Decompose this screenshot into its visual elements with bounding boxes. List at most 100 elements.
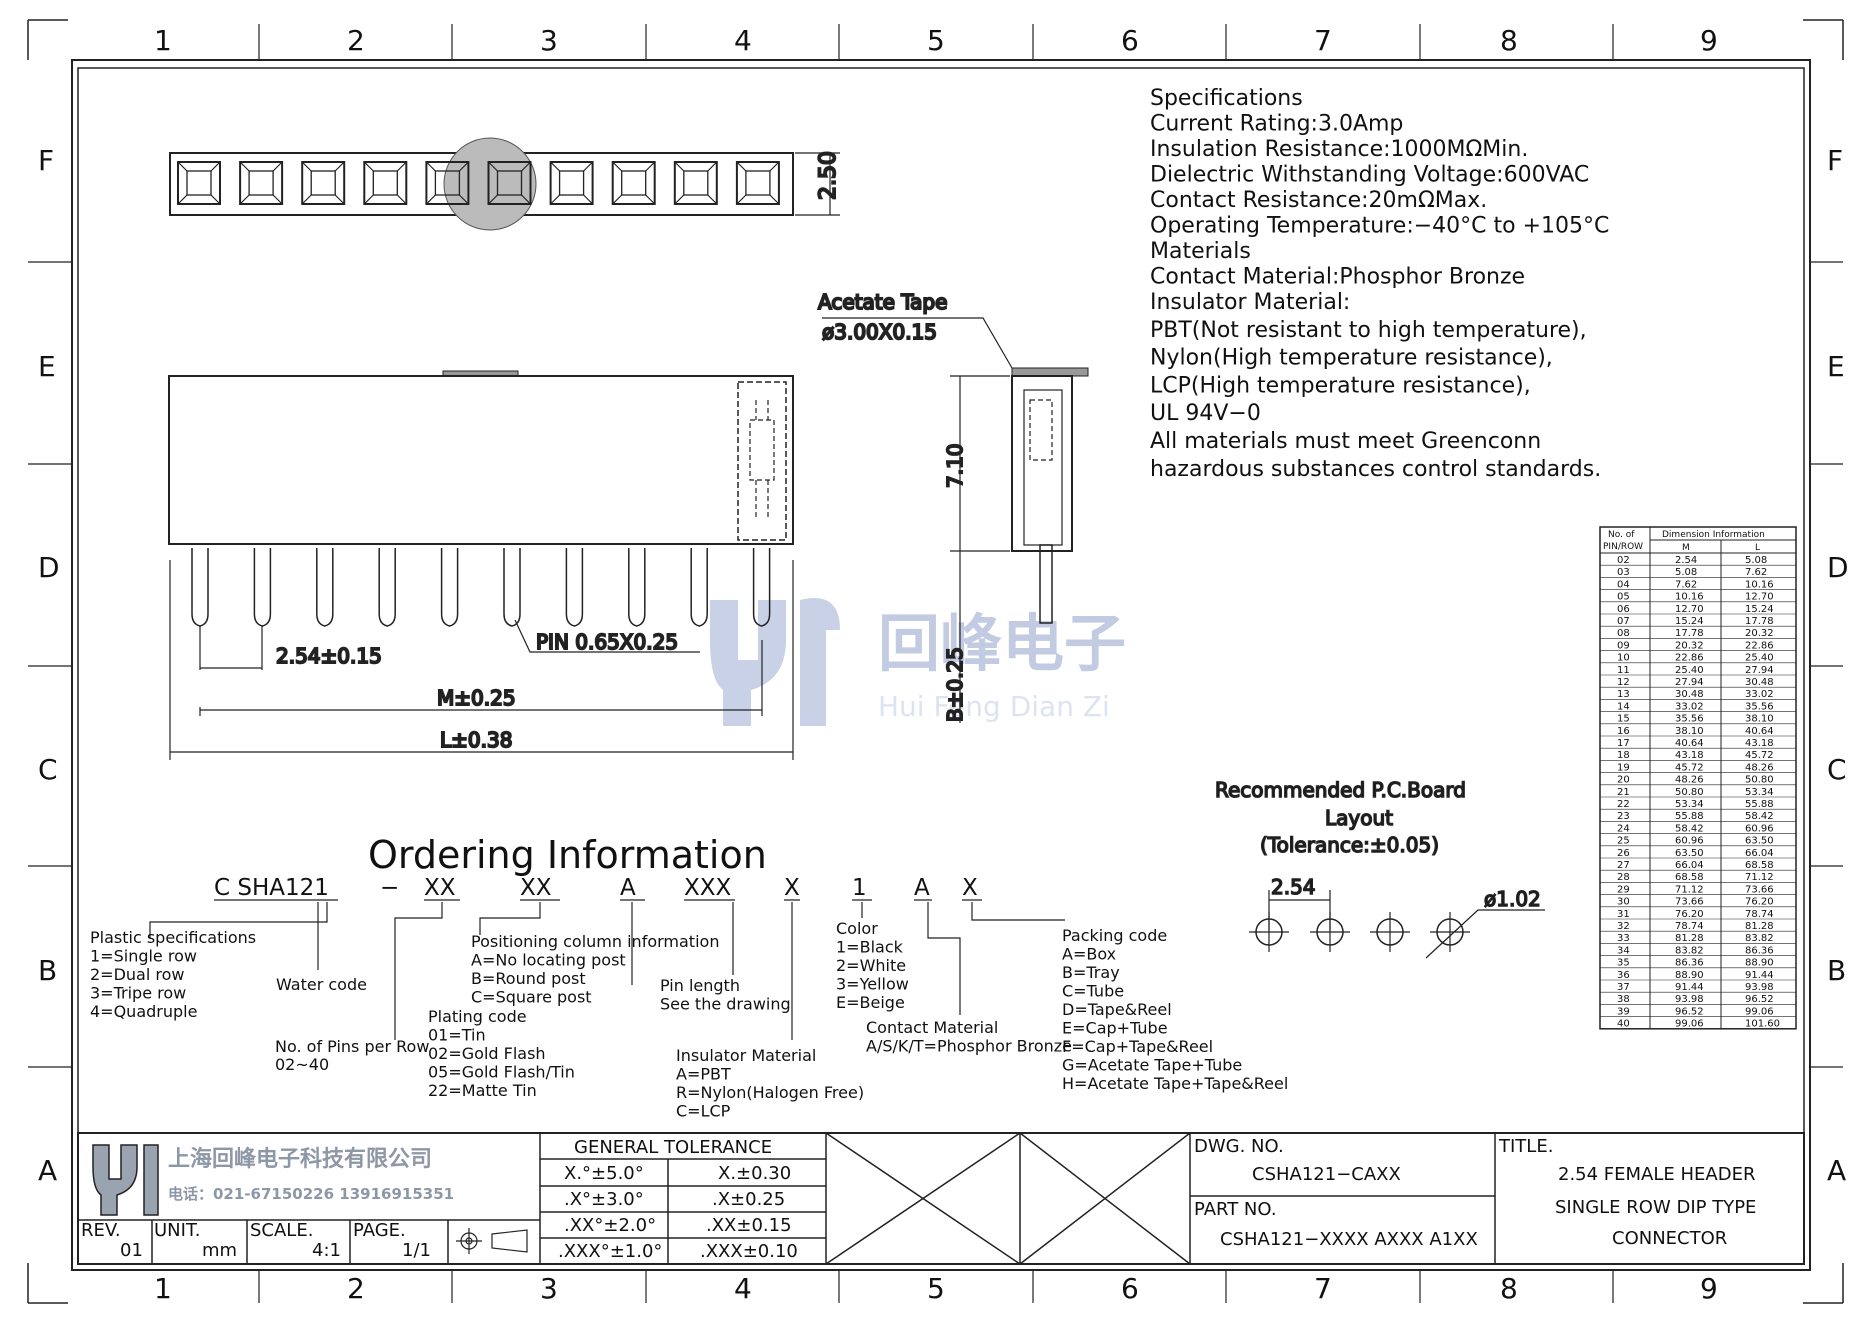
front-view: 2.54±0.15 PIN 0.65X0.25 M±0.25 L±0.38: [168, 370, 794, 760]
pcb-tolerance: (Tolerance:±0.05): [1260, 833, 1439, 857]
table-cell-m: 81.28: [1675, 933, 1704, 944]
front-pin: [503, 548, 521, 627]
table-cell-m: 12.70: [1675, 604, 1704, 615]
positioning-info: C=Square post: [471, 988, 592, 1007]
tape-title: Acetate Tape: [818, 290, 947, 314]
table-cell-l: 93.98: [1745, 982, 1774, 993]
dim-m: M±0.25: [437, 686, 516, 710]
table-cell-m: 35.56: [1675, 714, 1704, 725]
spec-line: Dielectric Withstanding Voltage:600VAC: [1150, 163, 1589, 188]
zone-row-left-A: A: [38, 1154, 57, 1187]
top-pin-cell: [363, 161, 408, 205]
tolerance-header: GENERAL TOLERANCE: [574, 1137, 772, 1158]
table-cell-pins: 03: [1617, 567, 1630, 578]
plating-code: Plating code: [428, 1007, 527, 1026]
table-cell-l: 7.62: [1745, 567, 1767, 578]
scale-value: 4:1: [312, 1240, 341, 1261]
top-pin-cell: [611, 161, 656, 205]
plating-code: 02=Gold Flash: [428, 1044, 546, 1063]
cut-marker: [443, 137, 537, 231]
watermark-cn: 回峰电子: [878, 607, 1126, 680]
insulator-material: A=PBT: [676, 1065, 731, 1084]
pcb-pitch: 2.54: [1271, 875, 1316, 899]
table-cell-l: 60.96: [1745, 823, 1774, 834]
packing-code: C=Tube: [1062, 982, 1124, 1001]
table-cell-m: 22.86: [1675, 653, 1704, 664]
table-cell-l: 101.60: [1745, 1019, 1780, 1030]
table-cell-pins: 30: [1617, 897, 1630, 908]
packing-code: A=Box: [1062, 945, 1116, 964]
table-cell-m: 43.18: [1675, 750, 1704, 761]
table-cell-l: 40.64: [1745, 726, 1774, 737]
table-cell-pins: 40: [1617, 1019, 1630, 1030]
table-cell-m: 73.66: [1675, 897, 1704, 908]
side-view: Acetate Tape ø3.00X0.15 7.10 B±0.25: [817, 289, 1089, 723]
contact-material: A/S/K/T=Phosphor Bronze: [866, 1037, 1072, 1056]
page-value: 1/1: [402, 1240, 431, 1261]
company-logo: [92, 1144, 159, 1216]
table-cell-l: 12.70: [1745, 592, 1774, 603]
table-cell-l: 96.52: [1745, 994, 1774, 1005]
table-cell-pins: 22: [1617, 799, 1630, 810]
zone-row-right-D: D: [1827, 551, 1849, 584]
table-cell-pins: 17: [1617, 738, 1630, 749]
pins-per-row: No. of Pins per Row: [275, 1037, 429, 1056]
zone-col-bottom-8: 8: [1500, 1272, 1518, 1305]
pcb-hole-size: ø1.02: [1484, 887, 1541, 911]
spec-line: UL 94V−0: [1150, 401, 1261, 426]
plastic-spec: 1=Single row: [90, 947, 197, 966]
ordering-title: Ordering Information: [368, 833, 767, 877]
positioning-info: Positioning column information: [471, 932, 719, 951]
table-cell-pins: 07: [1617, 616, 1630, 627]
insulator-material: C=LCP: [676, 1102, 731, 1121]
zone-col-bottom-1: 1: [154, 1272, 172, 1305]
zone-col-top-8: 8: [1500, 24, 1518, 57]
zone-row-left-C: C: [38, 753, 58, 786]
table-cell-m: 53.34: [1675, 799, 1704, 810]
table-cell-m: 58.42: [1675, 823, 1704, 834]
order-code-part: XXX: [684, 875, 732, 901]
zone-row-right-E: E: [1827, 350, 1845, 383]
table-cell-l: 22.86: [1745, 640, 1774, 651]
table-cell-pins: 28: [1617, 872, 1630, 883]
table-cell-pins: 21: [1617, 787, 1630, 798]
zone-col-top-3: 3: [540, 24, 558, 57]
unit-value: mm: [202, 1240, 237, 1261]
rev-label: REV.: [81, 1220, 121, 1241]
zone-col-top-7: 7: [1314, 24, 1332, 57]
front-pin: [253, 548, 272, 627]
watermark: 回峰电子 Hui Feng Dian Zi: [710, 598, 1126, 726]
page-label: PAGE.: [353, 1220, 406, 1241]
plastic-spec: 3=Tripe row: [90, 984, 186, 1003]
table-cell-l: 88.90: [1745, 958, 1774, 969]
table-cell-m: 88.90: [1675, 970, 1704, 981]
plastic-spec: Plastic specifications: [90, 928, 256, 947]
table-cell-pins: 02: [1617, 555, 1630, 566]
positioning-info: A=No locating post: [471, 951, 626, 970]
table-cell-l: 71.12: [1745, 872, 1774, 883]
zone-col-top-1: 1: [154, 24, 172, 57]
tolerance-angle: .XX°±2.0°: [564, 1215, 656, 1236]
top-pin-cell: [735, 161, 780, 205]
dwg-number: CSHA121−CAXX: [1252, 1164, 1401, 1185]
table-cell-m: 48.26: [1675, 775, 1704, 786]
table-cell-m: 17.78: [1675, 628, 1704, 639]
table-cell-pins: 37: [1617, 982, 1630, 993]
table-cell-pins: 33: [1617, 933, 1630, 944]
